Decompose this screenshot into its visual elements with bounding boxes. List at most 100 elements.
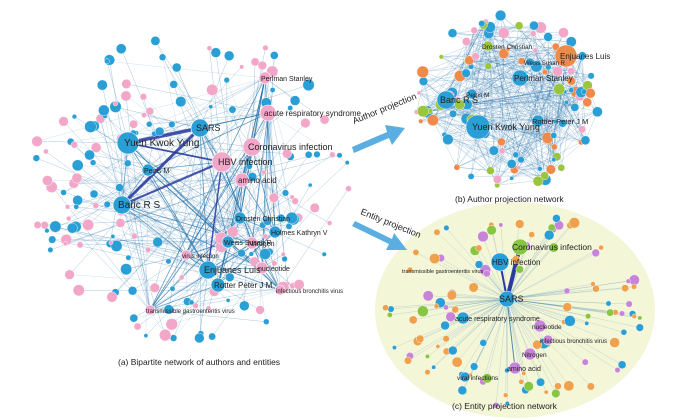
edge [36,157,253,244]
edge [484,133,491,171]
edge [423,77,521,82]
entity-node [165,318,178,331]
edge [185,197,293,256]
strong-edge [505,246,522,300]
edge [422,66,472,73]
edge [416,81,424,113]
edge [121,204,266,237]
author-node [554,44,578,68]
edge [466,71,546,105]
edge [70,141,219,286]
edge [466,50,568,62]
edge [488,33,498,186]
author-node [321,251,327,257]
author-node [259,248,271,260]
edge [68,169,149,219]
edge [211,267,263,337]
author-node [592,106,603,118]
edge [221,161,270,252]
entity-node [43,148,49,155]
edge [212,89,253,148]
entity-node [585,313,592,320]
entity-node [31,135,43,147]
edge [551,92,582,136]
edge [423,57,582,82]
author-node [73,204,80,210]
edge [125,95,151,311]
edge [107,169,149,205]
edge [133,77,266,134]
entity-node [40,221,49,230]
edge [420,55,583,122]
edge [506,298,609,304]
edge [185,254,281,291]
edge [217,284,261,311]
edge [477,25,535,128]
edge [469,60,557,157]
entity-node [145,246,152,253]
author-node [270,51,279,60]
edge [473,298,508,367]
edge [477,126,586,141]
edge [199,127,229,243]
edge [251,146,282,219]
edge [390,298,508,310]
edge [506,298,618,371]
entity-node [532,339,543,350]
bipartite-nodes [31,36,352,344]
author-node [578,125,586,134]
author-node [84,149,95,161]
author-node [262,216,273,226]
author-node [462,37,471,46]
author-node [453,163,461,171]
edge [106,60,266,79]
edge [506,225,571,300]
entity-node [483,270,491,278]
edge [520,120,539,160]
edge [471,175,545,177]
entity-node [543,389,549,395]
edge [185,161,223,256]
author-node [517,156,525,164]
entity-node [591,248,600,258]
edge [466,41,583,130]
entity-node [392,345,397,350]
edge [533,25,583,130]
caption-author: (b) Author projection network [455,194,564,204]
edge [550,55,567,170]
entity-node [498,290,516,308]
entity-node [548,242,559,253]
edge [432,119,519,168]
edge [456,150,494,168]
author-node [289,95,301,106]
entity-node [451,305,459,314]
entity-node [474,260,484,269]
entity-node [133,322,142,331]
edge [506,298,586,363]
entity-node [309,202,320,213]
edge [537,55,567,122]
edge [74,116,241,219]
edge [471,66,588,103]
edge [502,137,548,151]
edge [475,56,591,94]
edge [575,91,582,143]
edge [466,41,522,61]
entity-node [511,238,529,256]
author-node [66,222,78,234]
author-node [71,114,78,120]
node-label: infectious bronchitis virus [540,339,607,345]
author-node [470,26,478,34]
edge [171,289,281,325]
author-node [454,99,465,110]
edge [452,33,567,103]
entity-node [631,313,637,319]
node-label: Baric R S [440,95,478,105]
node-label: Enjuanes Luis [560,52,610,61]
edge [484,123,563,134]
edge [459,104,563,124]
edge [506,298,564,323]
author-node [190,118,210,138]
entity-node [468,282,479,293]
